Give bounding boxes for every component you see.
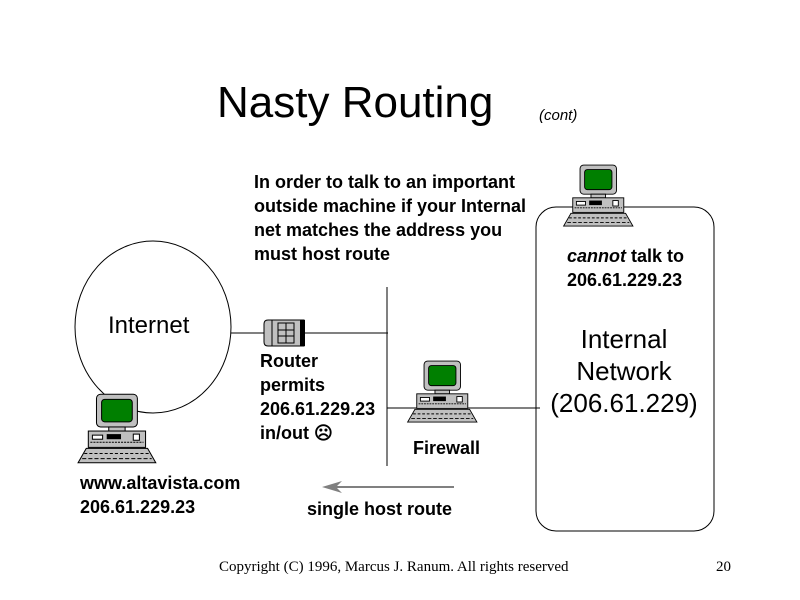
internal-network-box [535,206,715,532]
firewall-computer-icon [407,360,478,423]
single-host-route-arrow [322,481,454,493]
copyright-footer: Copyright (C) 1996, Marcus J. Ranum. All… [219,559,569,575]
cannot-emphasis: cannot [567,246,627,266]
internal-network-label: Internal Network (206.61.229) [540,323,708,419]
router-line3: 206.61.229.23 [260,399,376,419]
page-number: 20 [716,559,731,575]
internet-circle [74,240,232,414]
internet-label: Internet [108,312,190,339]
router-line4: in/out ☹ [260,423,333,443]
slide-title-suffix: (cont) [539,107,578,124]
internal-host-computer-icon [563,164,634,227]
external-host-label: www.altavista.com 206.61.229.23 [80,471,240,519]
router-line2: permits [260,375,326,395]
slide-title: Nasty Routing [217,78,494,127]
single-host-route-label: single host route [307,499,453,519]
internal-network-line1: Internal [580,324,668,354]
router-line1: Router [260,351,318,371]
external-ip: 206.61.229.23 [80,497,196,517]
firewall-label: Firewall [413,438,481,458]
cannot-talk-label: cannot talk to 206.61.229.23 [567,244,684,292]
router-icon [263,319,305,347]
cannot-ip: 206.61.229.23 [567,270,683,290]
external-host-computer-icon [77,393,157,464]
intro-text: In order to talk to an important outside… [254,172,527,264]
internal-network-line3: (206.61.229) [550,388,698,418]
router-description: Router permits 206.61.229.23 in/out ☹ [260,349,375,445]
internal-network-line2: Network [576,356,672,386]
external-hostname: www.altavista.com [80,473,241,493]
cannot-rest: talk to [626,246,685,266]
